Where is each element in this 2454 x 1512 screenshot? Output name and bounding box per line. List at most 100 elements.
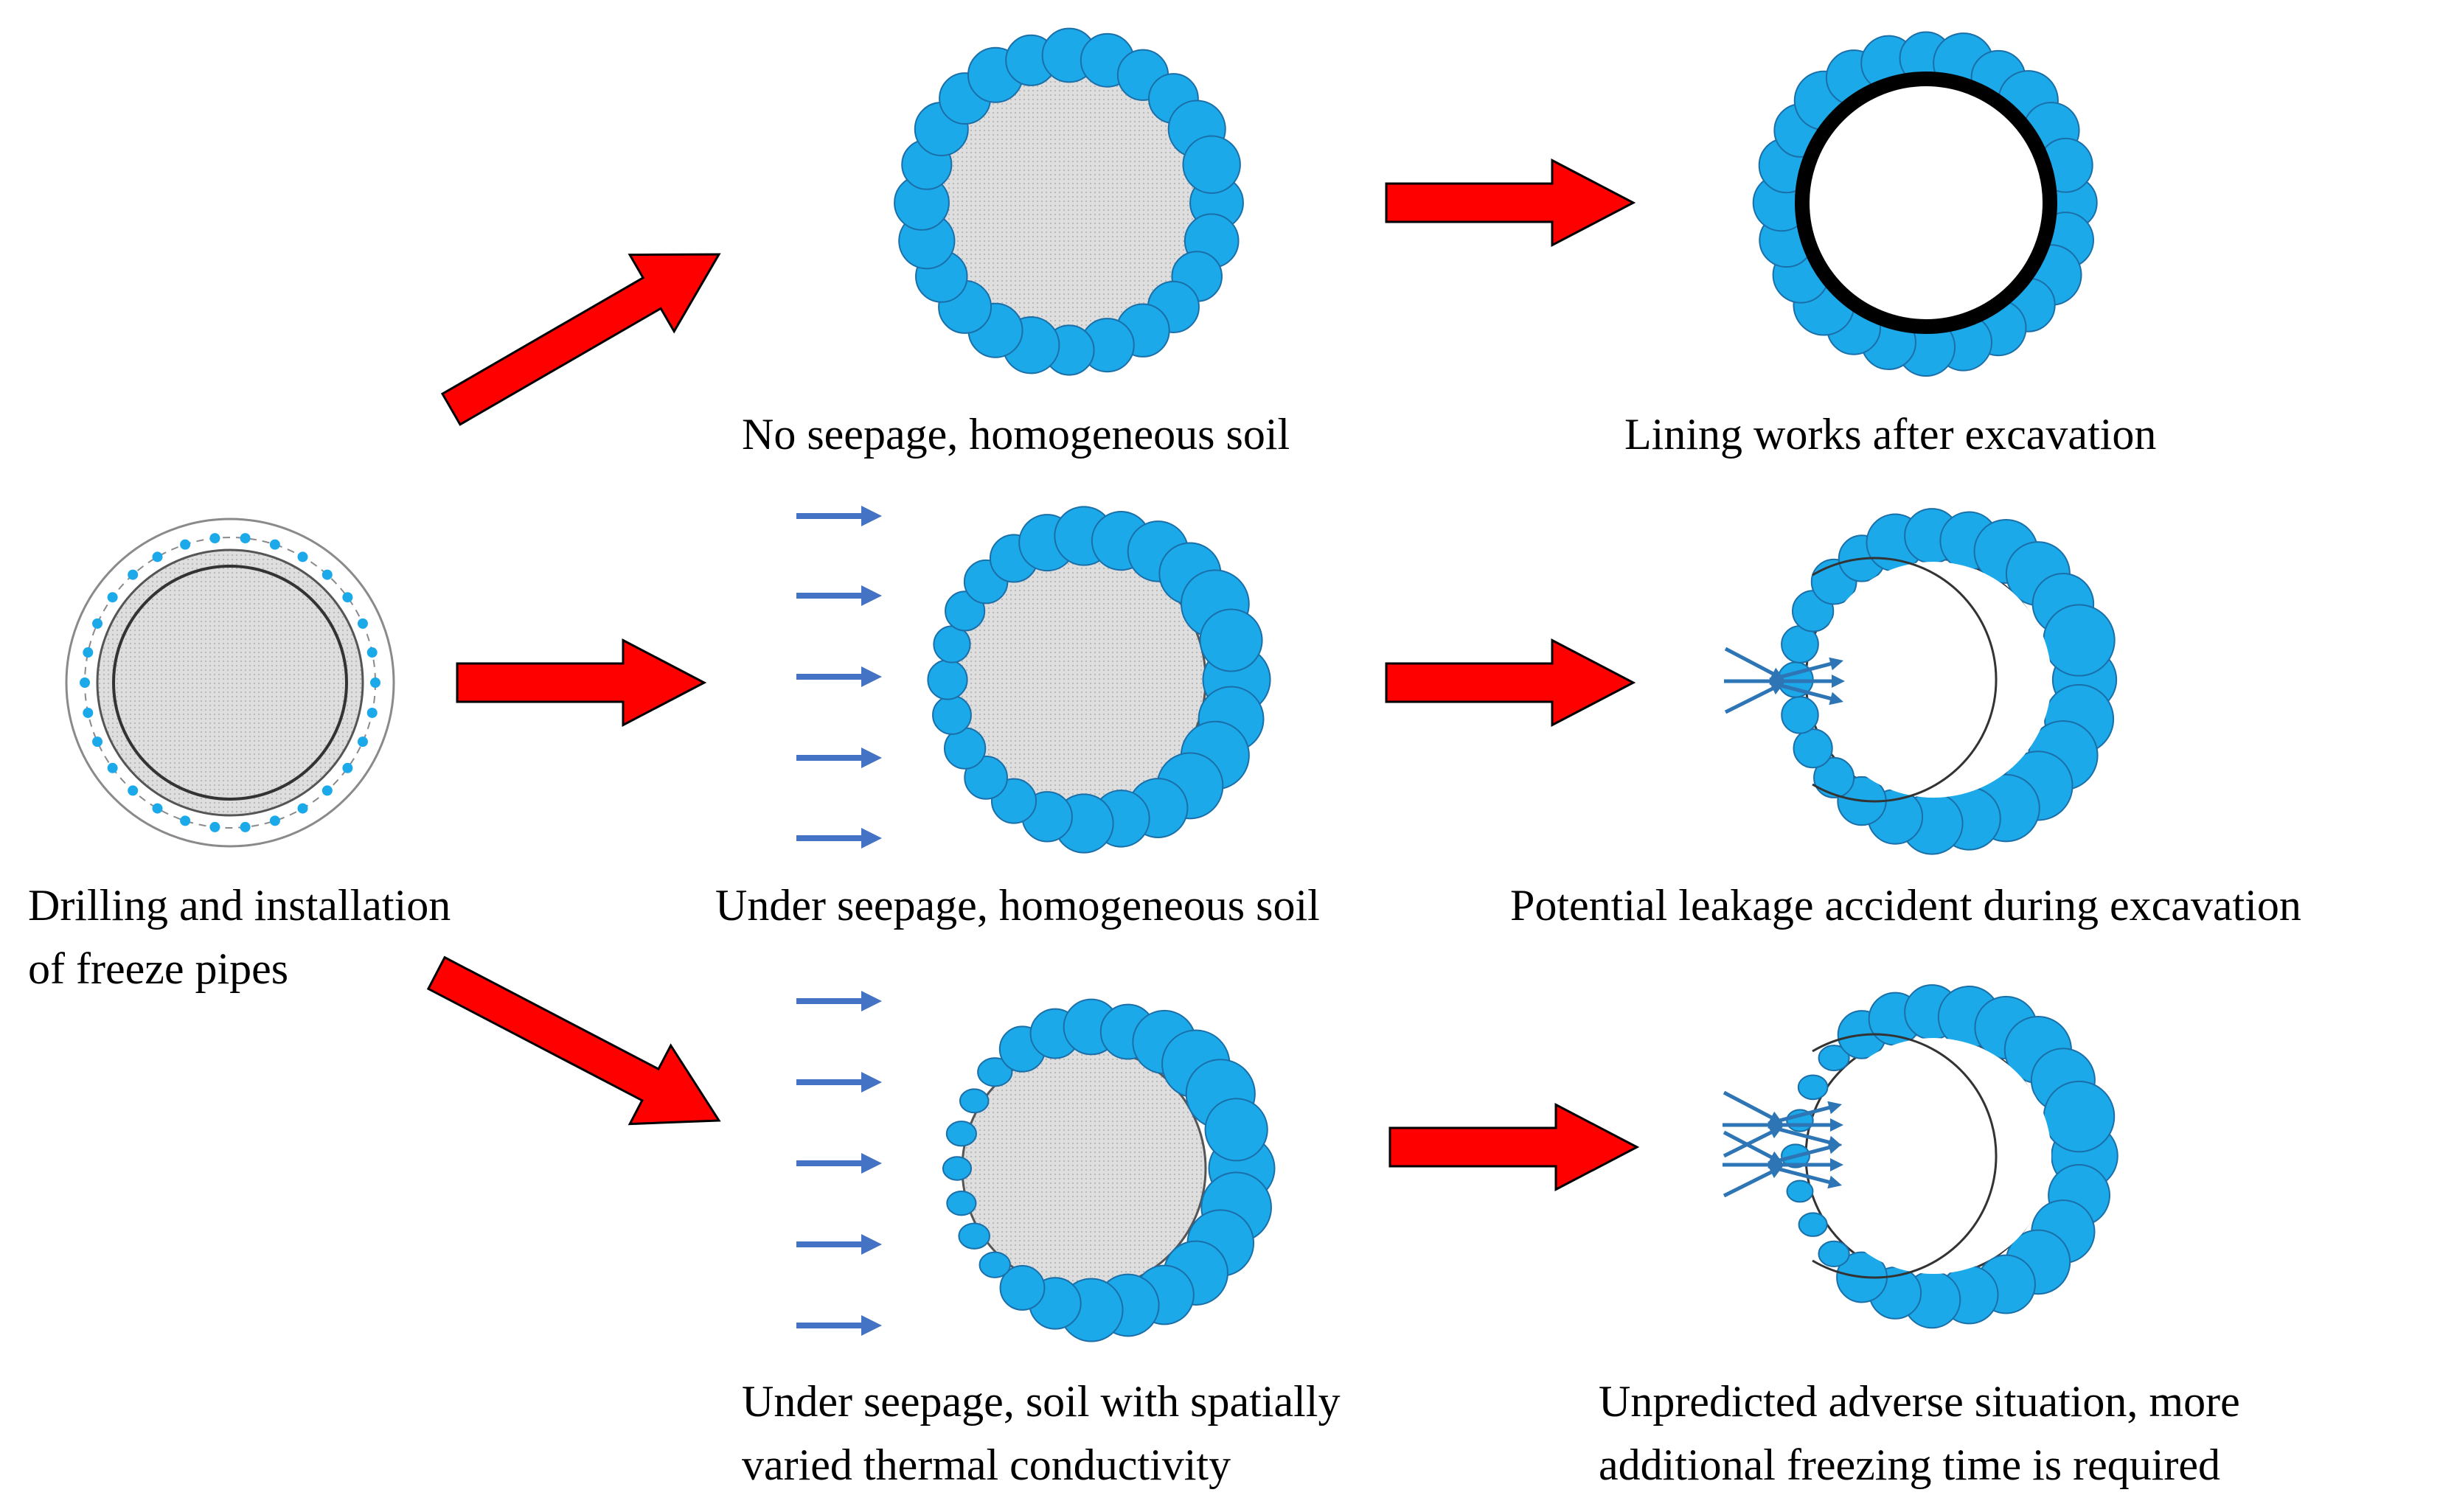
caption-lining-works: Lining works after excavation <box>1624 403 2156 466</box>
row1-no-seepage <box>894 27 1244 376</box>
freeze-pipe-dot <box>92 736 103 748</box>
caption-line: Under seepage, homogeneous soil <box>715 881 1320 930</box>
caption-unpredicted-adverse-situation: Unpredicted adverse situation, more addi… <box>1599 1370 2240 1497</box>
excavated-void <box>1815 1038 2051 1274</box>
process-arrow-up-icon <box>440 253 721 426</box>
caption-line: of freeze pipes <box>28 944 289 993</box>
frozen-soil-ring <box>1781 984 2118 1329</box>
excavated-void <box>1815 562 2051 798</box>
leakage-arrow-icon <box>1767 1164 1842 1189</box>
arrow-head <box>861 748 882 768</box>
arrow-head <box>861 828 882 849</box>
freeze-pipe-dot <box>342 592 353 603</box>
process-arrow-right-icon <box>456 638 707 727</box>
arrow-head <box>861 585 882 606</box>
caption-line: No seepage, homogeneous soil <box>742 410 1290 459</box>
frozen-soil-column <box>1204 1098 1268 1162</box>
freeze-pipe-dot <box>80 677 90 688</box>
freeze-pipe-dot <box>269 539 280 550</box>
frozen-soil-column <box>1781 696 1819 734</box>
seepage-flow-arrow-icon <box>796 666 882 687</box>
leakage-arrow-icon <box>1768 1118 1843 1132</box>
freeze-pipe-dot <box>269 815 280 826</box>
leakage-arrow-icon <box>1723 1126 1783 1158</box>
arrow-head <box>861 506 882 526</box>
arrow-head <box>1830 1118 1843 1132</box>
frozen-soil-ring <box>894 27 1244 376</box>
frozen-soil-column <box>933 625 971 663</box>
freeze-pipe-dot <box>92 618 103 629</box>
leakage-arrow-icon <box>1723 1166 1783 1198</box>
seepage-flow-arrow-icon <box>796 1153 882 1174</box>
leakage-arrow-icon <box>1767 1101 1842 1126</box>
freeze-pipe-dot <box>240 533 251 544</box>
seepage-flow-arrow-icon <box>796 506 882 526</box>
arrow-head <box>861 1072 882 1093</box>
frozen-soil-column <box>1182 135 1241 194</box>
frozen-soil-column <box>946 1190 977 1216</box>
arrow-shaft <box>1723 1128 1777 1158</box>
frozen-soil-column <box>977 1057 1013 1087</box>
row1-lining <box>1752 31 2098 377</box>
arrow-shaft <box>1723 1090 1777 1122</box>
seepage-flow-arrow-icon <box>796 748 882 768</box>
arrow-head <box>1827 1140 1842 1154</box>
caption-line: Unpredicted adverse situation, more <box>1599 1377 2240 1426</box>
frozen-soil-column <box>1798 1212 1828 1237</box>
frozen-soil-column <box>958 1222 991 1250</box>
freeze-pipe-dot <box>240 821 251 832</box>
excavation-edge <box>1812 557 1998 803</box>
leakage-arrow-icon <box>1769 657 1843 682</box>
excavation-edge <box>1812 1033 1998 1279</box>
frozen-soil-column <box>932 695 972 735</box>
frozen-soil-column <box>1793 728 1833 769</box>
frozen-soil-ring <box>942 998 1276 1342</box>
caption-under-seepage-varied-conductivity: Under seepage, soil with spatially varie… <box>742 1370 1340 1497</box>
leakage-arrow-icon <box>1724 683 1784 714</box>
frozen-soil-column <box>1199 608 1263 672</box>
arrow-head <box>1827 1101 1842 1115</box>
arrow-head <box>861 1315 882 1336</box>
arrow-head <box>861 991 882 1011</box>
row2-leakage <box>1777 508 2118 855</box>
freeze-pipe-dot <box>83 707 94 718</box>
arrow-shaft <box>1767 1104 1835 1126</box>
seepage-flow-arrow-icon <box>796 585 882 606</box>
seepage-flow-arrow-icon <box>796 1072 882 1093</box>
freeze-pipe-dot <box>297 551 308 562</box>
arrow-shaft <box>1767 1144 1835 1166</box>
process-arrow-right-icon <box>1388 1103 1640 1191</box>
leakage-arrow-icon <box>1769 680 1843 706</box>
freeze-pipe-dot <box>357 736 368 748</box>
arrow-shaft <box>1767 1124 1835 1146</box>
frozen-soil-column <box>1818 1045 1850 1072</box>
arrow-head <box>1827 1175 1842 1189</box>
caption-line: varied thermal conductivity <box>742 1440 1231 1489</box>
seepage-flow-arrow-icon <box>796 828 882 849</box>
arrow-shaft <box>1767 1164 1835 1185</box>
arrow-head <box>1832 675 1845 688</box>
caption-line: Under seepage, soil with spatially <box>742 1377 1341 1426</box>
frozen-soil-column <box>1813 756 1855 798</box>
caption-under-seepage-homogeneous: Under seepage, homogeneous soil <box>715 874 1320 937</box>
arrow-head <box>1829 657 1843 671</box>
arrow-head <box>1830 1158 1843 1171</box>
freeze-pipe-dot <box>209 533 220 544</box>
freeze-pipe-dot <box>370 677 380 688</box>
caption-line: Lining works after excavation <box>1624 410 2157 459</box>
caption-line: Drilling and installation <box>28 881 451 930</box>
freeze-pipe-dot <box>83 647 94 658</box>
frozen-soil-column <box>2043 604 2116 677</box>
leakage-arrow-icon <box>1723 1090 1783 1123</box>
freeze-pipe-dot <box>321 569 333 580</box>
arrow-shaft <box>1723 1168 1777 1198</box>
arrow-head <box>861 1234 882 1255</box>
frozen-soil-column <box>942 1156 973 1181</box>
frozen-soil-ring <box>1777 508 2118 855</box>
leakage-arrow-icon <box>1770 675 1845 688</box>
arrow-head <box>1829 691 1843 706</box>
freeze-pipe-dot <box>357 618 368 629</box>
freeze-pipe-dot <box>128 785 139 796</box>
leakage-arrow-icon <box>1767 1140 1842 1166</box>
freeze-pipe-dot <box>107 762 118 773</box>
